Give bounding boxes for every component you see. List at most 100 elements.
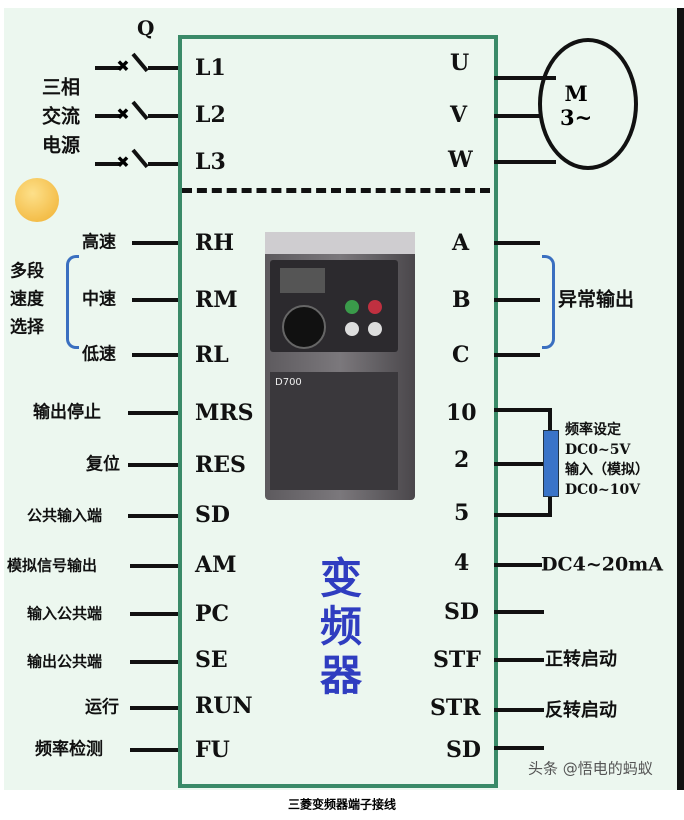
power-label-1: 三相 [42,76,81,99]
terminal-L3: L3 [195,149,226,175]
wire [148,114,178,118]
wire [130,612,178,616]
freq-setting-1: 频率设定 [565,422,621,438]
inverter-photo: D700 [265,232,415,500]
dashed-separator [182,188,490,193]
wire [494,408,552,412]
terminal-MRS: MRS [195,400,254,426]
terminal-SD: SD [195,502,230,528]
wire [132,241,178,245]
wire [128,411,178,415]
wire [494,658,544,662]
terminal-SE: SE [195,647,228,673]
wire [132,353,178,357]
terminal-V: V [450,102,468,128]
terminal-AM: AM [195,552,237,578]
freq-setting-2: DC0~5V [565,442,631,458]
freq-setting-4: DC0~10V [565,482,641,498]
terminal-W: W [448,147,473,173]
speed-group-1: 多段 [10,261,44,282]
image-edge [677,8,684,790]
terminal-RM: RM [195,287,238,313]
speed-group-3: 选择 [10,317,44,338]
label-forward-start: 正转启动 [545,649,617,670]
power-label-3: 电源 [42,134,81,157]
speed-brace [66,255,79,349]
terminal-U: U [450,50,470,76]
terminal-L2: L2 [195,102,226,128]
wire [130,564,178,568]
wire [128,514,178,518]
terminal-L1: L1 [195,55,226,81]
label-output-common: 输出公共端 [27,652,103,671]
motor-symbol [538,38,638,170]
terminal-B: B [452,287,471,313]
device-title: 变频器 [320,554,363,700]
label-output-stop: 输出停止 [33,402,101,423]
terminal-RH: RH [195,230,235,256]
speed-group-2: 速度 [10,289,44,310]
wire [494,708,544,712]
potentiometer-icon [543,430,559,497]
label-current-output: DC4~20mA [541,553,664,576]
breaker-x-icon: ✖ [116,152,130,172]
terminal-FU: FU [195,737,230,763]
fault-output-label: 异常输出 [558,288,635,311]
caption: 三菱变频器端子接线 [287,797,396,812]
wire [95,66,120,70]
freq-setting-3: 输入（模拟） [565,462,649,478]
terminal-2: 2 [454,447,470,473]
terminal-4: 4 [454,550,470,576]
label-low-speed: 低速 [82,344,116,365]
terminal-A: A [452,230,470,256]
wire [130,748,178,752]
inverter-model: D700 [275,377,302,388]
wire [494,353,540,357]
wire [95,114,120,118]
wire [132,298,178,302]
switch-label: Q [137,16,155,40]
label-freq-detect: 频率检测 [35,739,103,760]
label-input-common: 输入公共端 [27,604,103,623]
terminal-RUN: RUN [195,693,253,719]
terminal-STF: STF [433,647,481,673]
wire [494,76,556,80]
terminal-STR: STR [430,695,481,721]
terminal-5: 5 [454,500,470,526]
wire [494,160,556,164]
wire [494,563,542,567]
wire [494,746,544,750]
watermark: 头条 @悟电的蚂蚁 [528,759,653,778]
label-reset: 复位 [86,454,120,475]
terminal-C: C [452,342,470,368]
label-high-speed: 高速 [82,232,116,253]
wire [148,66,178,70]
smiley-emoji-icon [15,178,59,222]
terminal-RES: RES [195,452,246,478]
label-mid-speed: 中速 [82,289,116,310]
wire [130,706,178,710]
power-label-2: 交流 [42,105,81,128]
terminal-SD-right: SD [444,599,479,625]
terminal-RL: RL [195,342,229,368]
wire [128,463,178,467]
wire [494,114,540,118]
wire [494,241,540,245]
wire [494,513,552,517]
fault-brace [542,255,555,349]
wire [494,610,544,614]
wire [130,660,178,664]
breaker-x-icon: ✖ [116,104,130,124]
label-run: 运行 [85,697,119,718]
wire [95,162,120,166]
wire [494,462,544,466]
wire [494,298,540,302]
breaker-x-icon: ✖ [116,56,130,76]
label-analog-output: 模拟信号输出 [7,556,98,575]
wire [148,162,178,166]
terminal-SD-bottom: SD [446,737,481,763]
terminal-10: 10 [446,400,477,426]
terminal-PC: PC [195,601,230,627]
label-common-input: 公共输入端 [27,506,103,525]
